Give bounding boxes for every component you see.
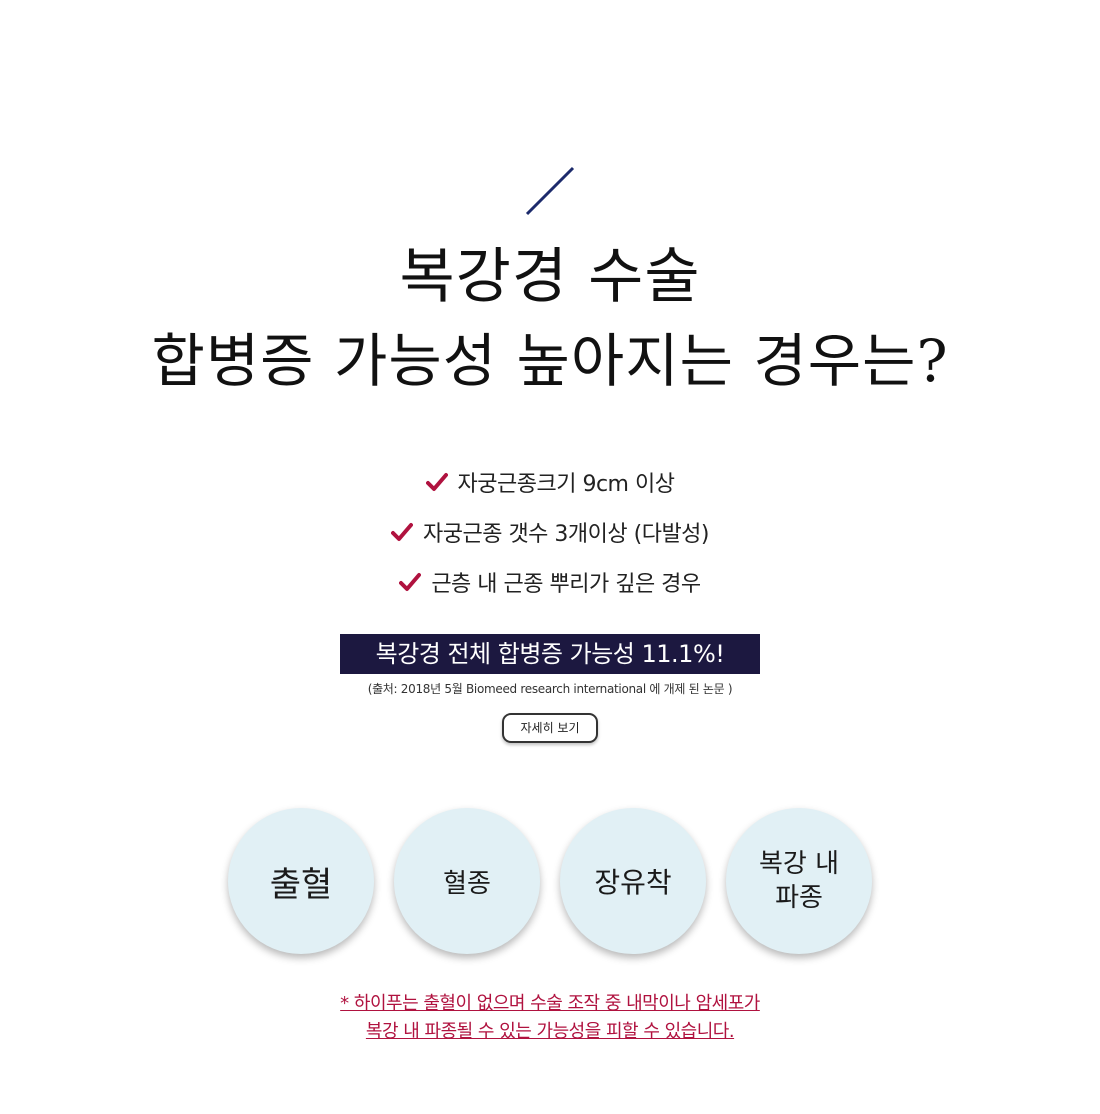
- complication-hematoma: 혈종: [394, 808, 540, 954]
- checklist: 자궁근종크기 9cm 이상 자궁근종 갯수 3개이상 (다발성) 근층 내 근종…: [0, 457, 1100, 607]
- complication-bleeding: 출혈: [228, 808, 374, 954]
- page-title: 복강경 수술 합병증 가능성 높아지는 경우는?: [0, 235, 1100, 403]
- footnote-line-1: * 하이푸는 출혈이 없으며 수술 조작 중 내막이나 암세포가: [340, 993, 760, 1014]
- check-mark-icon: [399, 573, 422, 591]
- checklist-item-text: 근층 내 근종 뿌리가 깊은 경우: [431, 572, 701, 597]
- checklist-item-text: 자궁근종크기 9cm 이상: [457, 472, 675, 497]
- checklist-item: 자궁근종 갯수 3개이상 (다발성): [0, 507, 1100, 557]
- complication-adhesion: 장유착: [560, 808, 706, 954]
- complication-label: 혈종: [443, 868, 491, 899]
- slash-divider-icon: [525, 166, 575, 216]
- footnote: * 하이푸는 출혈이 없으며 수술 조작 중 내막이나 암세포가 복강 내 파종…: [0, 990, 1100, 1046]
- title-line-2: 합병증 가능성 높아지는 경우는?: [151, 327, 949, 395]
- stat-banner: 복강경 전체 합병증 가능성 11.1%!: [340, 634, 760, 674]
- complications-list: 출혈 혈종 장유착 복강 내 파종: [0, 808, 1100, 958]
- complication-dissemination: 복강 내 파종: [726, 808, 872, 954]
- checklist-item-text: 자궁근종 갯수 3개이상 (다발성): [422, 522, 710, 547]
- complication-label: 장유착: [594, 866, 672, 899]
- source-citation: (출처: 2018년 5월 Biomeed research internati…: [367, 682, 733, 696]
- more-details-button[interactable]: 자세히 보기: [502, 713, 598, 743]
- checklist-item: 자궁근종크기 9cm 이상: [0, 457, 1100, 507]
- checklist-item: 근층 내 근종 뿌리가 깊은 경우: [0, 557, 1100, 607]
- complication-label: 출혈: [269, 864, 333, 905]
- title-line-1: 복강경 수술: [399, 242, 701, 312]
- check-mark-icon: [390, 523, 413, 541]
- footnote-line-2: 복강 내 파종될 수 있는 가능성을 피할 수 있습니다.: [365, 1021, 735, 1042]
- complication-label: 복강 내 파종: [758, 849, 840, 913]
- check-mark-icon: [425, 473, 448, 491]
